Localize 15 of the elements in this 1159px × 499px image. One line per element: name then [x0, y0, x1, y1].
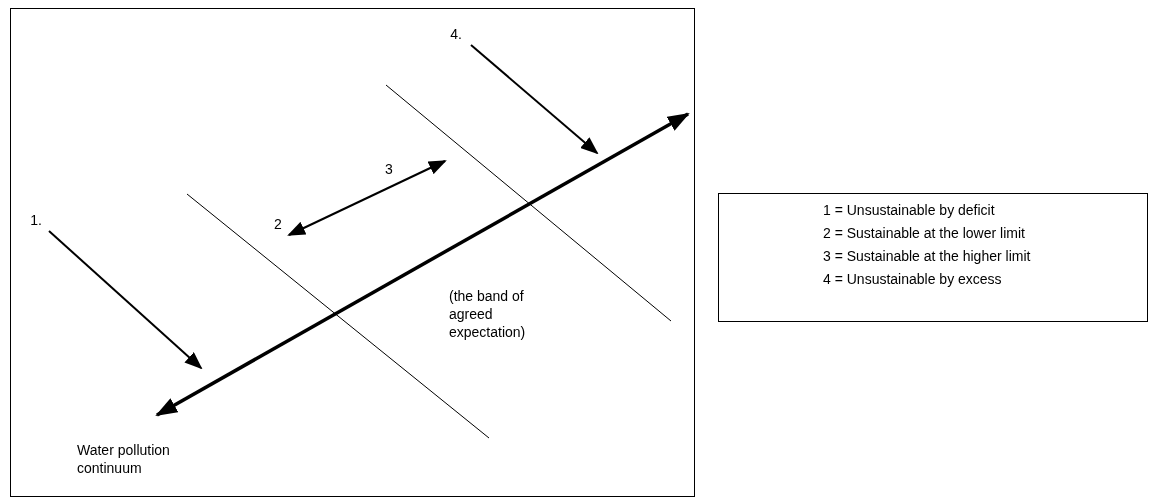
- arrow: [287, 160, 447, 236]
- key-entry: 2 = Sustainable at the lower limit: [823, 224, 1026, 242]
- arrow: [48, 230, 203, 370]
- key-entry: 4 = Unsustainable by excess: [823, 270, 1003, 288]
- diagram-frame: [10, 8, 695, 497]
- callout-number: 1.: [23, 209, 49, 231]
- callout-number: 2: [267, 213, 289, 235]
- callout-number: 4.: [441, 23, 471, 45]
- key-box: [718, 193, 1148, 322]
- annotation-text: Water pollution continuum: [77, 441, 171, 477]
- key-entry: 1 = Unsustainable by deficit: [823, 201, 996, 219]
- callout-number: 3: [385, 158, 445, 180]
- key-entry: 3 = Sustainable at the higher limit: [823, 247, 1032, 265]
- annotation-text: (the band of agreed expectation): [449, 287, 527, 341]
- arrow: [470, 44, 599, 155]
